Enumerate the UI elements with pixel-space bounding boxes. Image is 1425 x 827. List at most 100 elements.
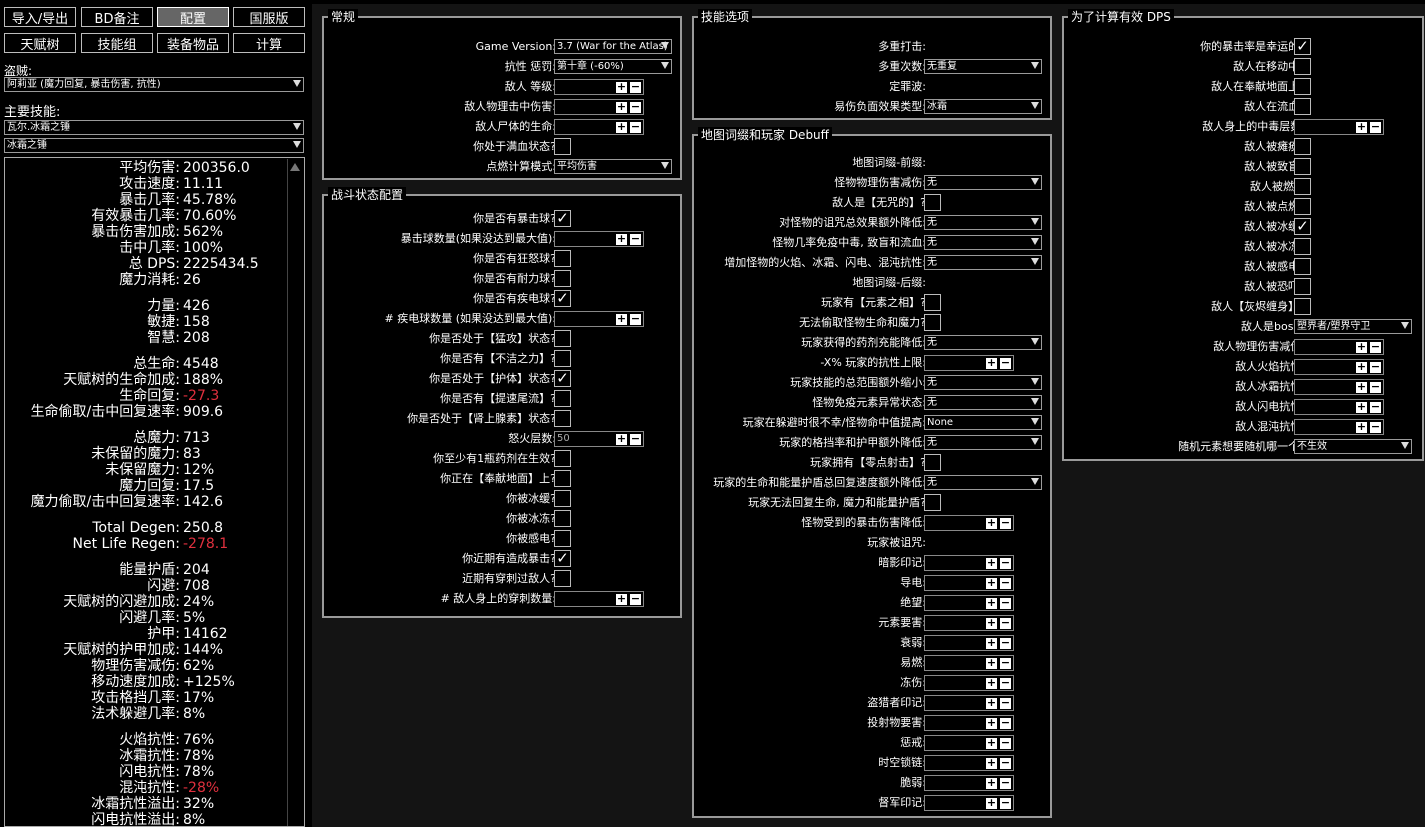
dropdown[interactable]: 无 bbox=[924, 255, 1042, 270]
increment-icon[interactable]: + bbox=[986, 516, 997, 529]
number-input[interactable]: +− bbox=[1294, 359, 1384, 375]
increment-icon[interactable]: + bbox=[986, 576, 997, 589]
checkbox[interactable] bbox=[924, 314, 941, 331]
decrement-icon[interactable]: − bbox=[1000, 716, 1011, 729]
number-input[interactable]: +− bbox=[924, 755, 1014, 771]
number-input[interactable]: +− bbox=[924, 615, 1014, 631]
checkbox[interactable] bbox=[1294, 278, 1311, 295]
increment-icon[interactable]: + bbox=[1356, 340, 1367, 353]
dropdown[interactable]: 无 bbox=[924, 175, 1042, 190]
increment-icon[interactable]: + bbox=[616, 312, 627, 325]
checkbox[interactable] bbox=[1294, 178, 1311, 195]
number-input[interactable]: +− bbox=[1294, 399, 1384, 415]
number-input[interactable]: +− bbox=[924, 775, 1014, 791]
checkbox[interactable] bbox=[554, 510, 571, 527]
number-input[interactable]: +− bbox=[554, 119, 644, 135]
number-input[interactable]: +− bbox=[554, 99, 644, 115]
checkbox[interactable] bbox=[1294, 158, 1311, 175]
number-input[interactable]: +− bbox=[924, 595, 1014, 611]
decrement-icon[interactable]: − bbox=[1370, 360, 1381, 373]
increment-icon[interactable]: + bbox=[616, 592, 627, 605]
decrement-icon[interactable]: − bbox=[1000, 796, 1011, 809]
checkbox[interactable] bbox=[554, 138, 571, 155]
number-input[interactable]: +− bbox=[924, 635, 1014, 651]
increment-icon[interactable]: + bbox=[986, 556, 997, 569]
main-skill-dropdown[interactable]: 瓦尔.冰霜之锤 bbox=[4, 120, 304, 135]
increment-icon[interactable]: + bbox=[1356, 400, 1367, 413]
dropdown[interactable]: 无重复 bbox=[924, 59, 1042, 74]
number-input[interactable]: +− bbox=[924, 515, 1014, 531]
increment-icon[interactable]: + bbox=[986, 716, 997, 729]
decrement-icon[interactable]: − bbox=[630, 120, 641, 133]
increment-icon[interactable]: + bbox=[986, 356, 997, 369]
decrement-icon[interactable]: − bbox=[1370, 340, 1381, 353]
decrement-icon[interactable]: − bbox=[1370, 420, 1381, 433]
increment-icon[interactable]: + bbox=[616, 100, 627, 113]
checkbox[interactable] bbox=[924, 494, 941, 511]
checkbox[interactable] bbox=[924, 194, 941, 211]
number-input[interactable]: +− bbox=[924, 795, 1014, 811]
number-input[interactable]: +− bbox=[554, 591, 644, 607]
dropdown[interactable]: 无 bbox=[924, 375, 1042, 390]
tab-skills[interactable]: 技能组 bbox=[81, 33, 153, 53]
checkbox-checked[interactable]: ✓ bbox=[554, 550, 571, 567]
number-input[interactable]: +− bbox=[924, 655, 1014, 671]
decrement-icon[interactable]: − bbox=[1000, 516, 1011, 529]
increment-icon[interactable]: + bbox=[986, 756, 997, 769]
increment-icon[interactable]: + bbox=[1356, 380, 1367, 393]
dropdown[interactable]: 冰霜 bbox=[924, 99, 1042, 114]
dropdown[interactable]: 不生效 bbox=[1294, 439, 1412, 454]
dropdown[interactable]: None bbox=[924, 415, 1042, 430]
checkbox[interactable] bbox=[554, 530, 571, 547]
decrement-icon[interactable]: − bbox=[1000, 676, 1011, 689]
increment-icon[interactable]: + bbox=[616, 120, 627, 133]
dropdown[interactable]: 无 bbox=[924, 235, 1042, 250]
increment-icon[interactable]: + bbox=[1356, 120, 1367, 133]
decrement-icon[interactable]: − bbox=[1000, 576, 1011, 589]
number-input[interactable]: +− bbox=[1294, 339, 1384, 355]
import-export-button[interactable]: 导入/导出 bbox=[4, 7, 76, 27]
number-input[interactable]: +− bbox=[924, 575, 1014, 591]
checkbox[interactable] bbox=[1294, 298, 1311, 315]
dropdown[interactable]: 无 bbox=[924, 335, 1042, 350]
decrement-icon[interactable]: − bbox=[1000, 616, 1011, 629]
number-input[interactable]: +− bbox=[1294, 119, 1384, 135]
number-input[interactable]: 50+− bbox=[554, 431, 644, 447]
checkbox[interactable] bbox=[1294, 98, 1311, 115]
decrement-icon[interactable]: − bbox=[630, 432, 641, 445]
number-input[interactable]: +− bbox=[1294, 379, 1384, 395]
decrement-icon[interactable]: − bbox=[1000, 656, 1011, 669]
checkbox[interactable] bbox=[1294, 258, 1311, 275]
number-input[interactable]: +− bbox=[924, 695, 1014, 711]
increment-icon[interactable]: + bbox=[1356, 360, 1367, 373]
stats-scrollbar[interactable] bbox=[287, 159, 303, 826]
checkbox[interactable] bbox=[554, 270, 571, 287]
number-input[interactable]: +− bbox=[924, 555, 1014, 571]
increment-icon[interactable]: + bbox=[616, 80, 627, 93]
sub-skill-dropdown[interactable]: 冰霜之锤 bbox=[4, 138, 304, 153]
decrement-icon[interactable]: − bbox=[630, 232, 641, 245]
number-input[interactable]: +− bbox=[924, 675, 1014, 691]
bandit-dropdown[interactable]: 阿莉亚 (魔力回复, 暴击伤害, 抗性) bbox=[4, 77, 304, 92]
checkbox[interactable] bbox=[1294, 78, 1311, 95]
checkbox-checked[interactable]: ✓ bbox=[554, 290, 571, 307]
decrement-icon[interactable]: − bbox=[630, 80, 641, 93]
tab-tree[interactable]: 天赋树 bbox=[4, 33, 76, 53]
dropdown[interactable]: 无 bbox=[924, 475, 1042, 490]
checkbox[interactable] bbox=[1294, 198, 1311, 215]
checkbox[interactable] bbox=[554, 350, 571, 367]
checkbox[interactable] bbox=[554, 470, 571, 487]
number-input[interactable]: +− bbox=[924, 715, 1014, 731]
bd-notes-button[interactable]: BD备注 bbox=[81, 7, 153, 27]
checkbox[interactable] bbox=[554, 250, 571, 267]
checkbox[interactable] bbox=[554, 330, 571, 347]
decrement-icon[interactable]: − bbox=[1000, 356, 1011, 369]
number-input[interactable]: +− bbox=[924, 735, 1014, 751]
decrement-icon[interactable]: − bbox=[1370, 380, 1381, 393]
increment-icon[interactable]: + bbox=[616, 432, 627, 445]
decrement-icon[interactable]: − bbox=[1370, 120, 1381, 133]
increment-icon[interactable]: + bbox=[986, 596, 997, 609]
checkbox[interactable] bbox=[924, 294, 941, 311]
decrement-icon[interactable]: − bbox=[1000, 696, 1011, 709]
number-input[interactable]: +− bbox=[554, 231, 644, 247]
